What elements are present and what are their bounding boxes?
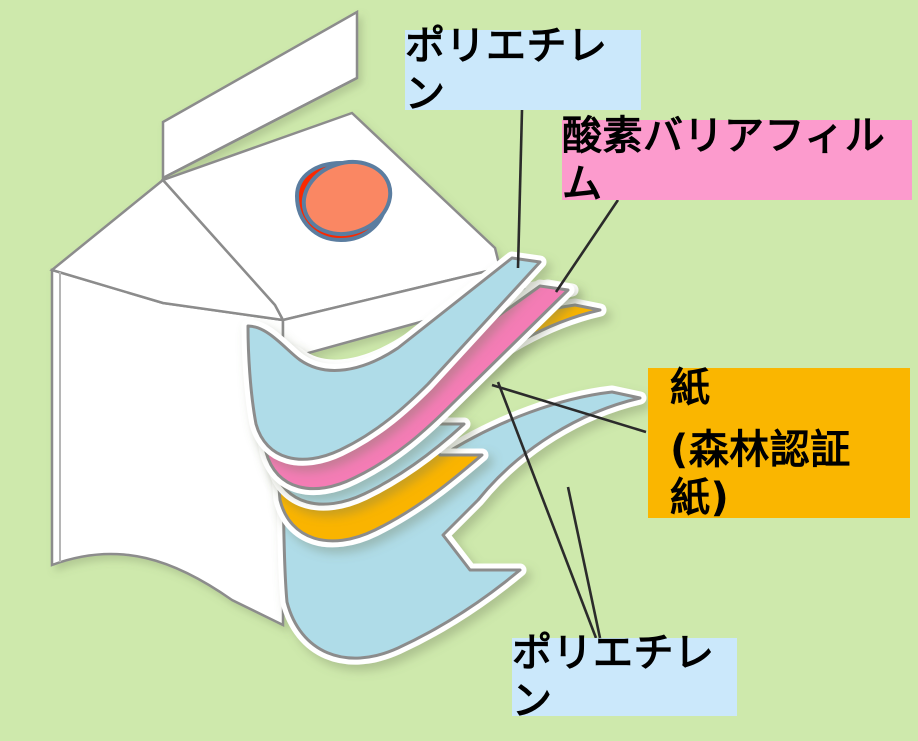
label-paper-text-line2: (森林認証紙) (670, 427, 851, 521)
label-polyethylene-bottom: ポリエチレン (512, 630, 737, 724)
label-polyethylene-top-text: ポリエチレン (405, 23, 608, 117)
leader-pe-bottom-line-a (496, 381, 598, 639)
leader-pe-bottom-line-b (566, 486, 602, 639)
label-paper: 紙 (森林認証紙) (648, 365, 910, 521)
screw-cap (294, 160, 393, 243)
label-paper-text-line1: 紙 (670, 365, 711, 411)
carton-body (49, 9, 502, 628)
leader-oxygen-line (554, 199, 620, 293)
leader-paper-line (491, 383, 647, 434)
layer-polyethylene-outer (241, 251, 547, 466)
label-polyethylene-bottom-text: ポリエチレン (512, 630, 715, 724)
layer-polyethylene-outer-outline (246, 256, 542, 461)
label-oxygen-barrier-film: 酸素バリアフィルム (562, 113, 912, 207)
leader-pe-top-line (516, 109, 524, 269)
label-polyethylene-top: ポリエチレン (405, 23, 641, 117)
leader-lines (491, 109, 647, 639)
label-oxygen-barrier-film-text: 酸素バリアフィルム (562, 113, 886, 207)
cap-top (301, 160, 393, 236)
carton-front-panel (50, 268, 285, 628)
carton-fin-fold (162, 76, 358, 180)
